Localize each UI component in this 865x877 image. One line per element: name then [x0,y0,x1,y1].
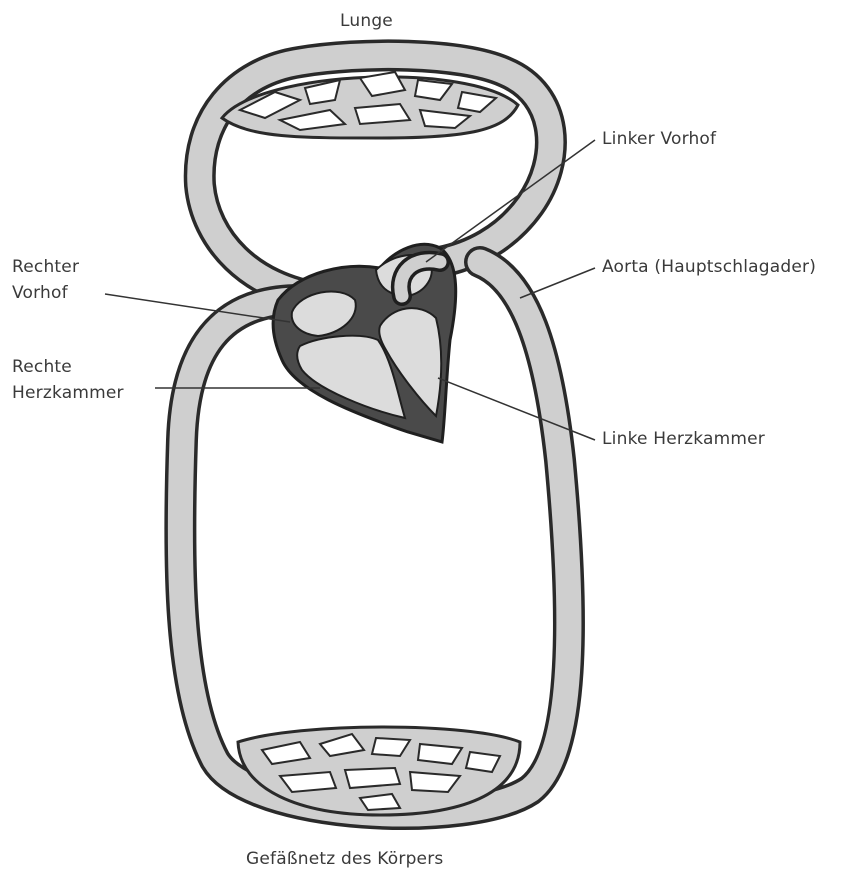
label-left-atrium: Linker Vorhof [602,126,716,152]
label-right-ventricle: Rechte Herzkammer [12,354,124,406]
label-right-atrium-line1: Rechter [12,254,79,280]
label-lung: Lunge [340,8,393,34]
label-body-vessels: Gefäßnetz des Körpers [246,846,443,872]
label-left-ventricle: Linke Herzkammer [602,426,765,452]
leader-aorta [520,268,595,298]
label-right-atrium: Rechter Vorhof [12,254,79,306]
label-right-ventricle-line1: Rechte [12,354,124,380]
leader-left-ventricle [438,378,595,440]
label-right-atrium-line2: Vorhof [12,280,79,306]
heart [273,244,456,442]
label-right-ventricle-line2: Herzkammer [12,380,124,406]
label-aorta: Aorta (Hauptschlagader) [602,254,816,280]
